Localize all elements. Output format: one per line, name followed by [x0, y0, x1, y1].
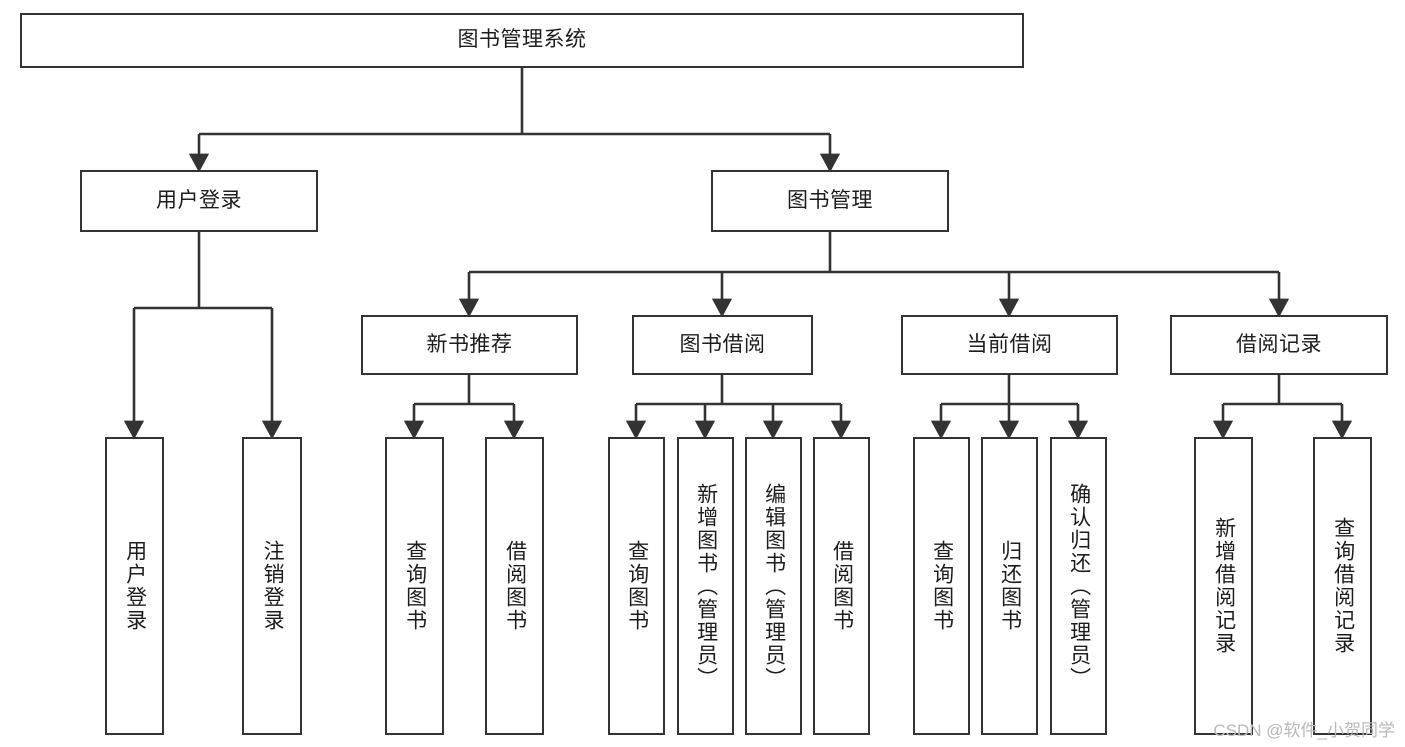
leaf-user-login-signin[interactable]: 用户登录 — [105, 437, 164, 735]
node-label: 借阅图书 — [503, 540, 527, 632]
leaf-borrow-record-add-record[interactable]: 新增借阅记录 — [1194, 437, 1253, 735]
node-label: 图书借阅 — [679, 332, 766, 356]
node-root-book-management-system[interactable]: 图书管理系统 — [20, 13, 1024, 68]
node-book-borrowing[interactable]: 图书借阅 — [632, 315, 813, 375]
node-label: 用户登录 — [156, 188, 242, 212]
node-user-login[interactable]: 用户登录 — [80, 170, 318, 232]
node-label: 新增借阅记录 — [1212, 517, 1236, 655]
node-new-book-recommendation[interactable]: 新书推荐 — [361, 315, 578, 375]
leaf-user-login-signout[interactable]: 注销登录 — [242, 437, 302, 735]
node-label: 归还图书 — [998, 540, 1022, 632]
leaf-book-borrow-borrow-books[interactable]: 借阅图书 — [813, 437, 870, 735]
node-label: 借阅图书 — [830, 540, 854, 632]
node-label: 确认归还（管理员） — [1067, 482, 1091, 690]
leaf-current-borrow-confirm-return-admin[interactable]: 确认归还（管理员） — [1050, 437, 1107, 735]
leaf-new-book-borrow-books[interactable]: 借阅图书 — [485, 437, 544, 735]
node-label: 图书管理 — [787, 188, 873, 212]
node-label: 查询图书 — [625, 540, 649, 632]
node-label: 查询图书 — [930, 540, 954, 632]
node-book-management[interactable]: 图书管理 — [711, 170, 949, 232]
node-label: 新书推荐 — [426, 332, 513, 356]
node-label: 图书管理系统 — [457, 28, 587, 52]
csdn-watermark: CSDN @软件_小贺同学 — [1213, 721, 1395, 740]
node-label: 当前借阅 — [966, 332, 1053, 356]
leaf-current-borrow-return-books[interactable]: 归还图书 — [981, 437, 1038, 735]
leaf-new-book-query-books[interactable]: 查询图书 — [385, 437, 444, 735]
leaf-book-borrow-add-book-admin[interactable]: 新增图书（管理员） — [677, 437, 734, 735]
node-label: 新增图书（管理员） — [694, 482, 718, 690]
node-label: 用户登录 — [123, 540, 147, 632]
node-label: 查询借阅记录 — [1331, 517, 1355, 655]
node-borrowing-record[interactable]: 借阅记录 — [1170, 315, 1388, 375]
node-label: 编辑图书（管理员） — [762, 482, 786, 690]
leaf-book-borrow-edit-book-admin[interactable]: 编辑图书（管理员） — [745, 437, 802, 735]
leaf-book-borrow-query-books[interactable]: 查询图书 — [608, 437, 665, 735]
leaf-borrow-record-query-record[interactable]: 查询借阅记录 — [1313, 437, 1372, 735]
node-label: 借阅记录 — [1236, 332, 1322, 356]
leaf-current-borrow-query-books[interactable]: 查询图书 — [913, 437, 970, 735]
node-current-borrowing[interactable]: 当前借阅 — [901, 315, 1118, 375]
node-label: 注销登录 — [261, 540, 285, 632]
node-label: 查询图书 — [403, 540, 427, 632]
